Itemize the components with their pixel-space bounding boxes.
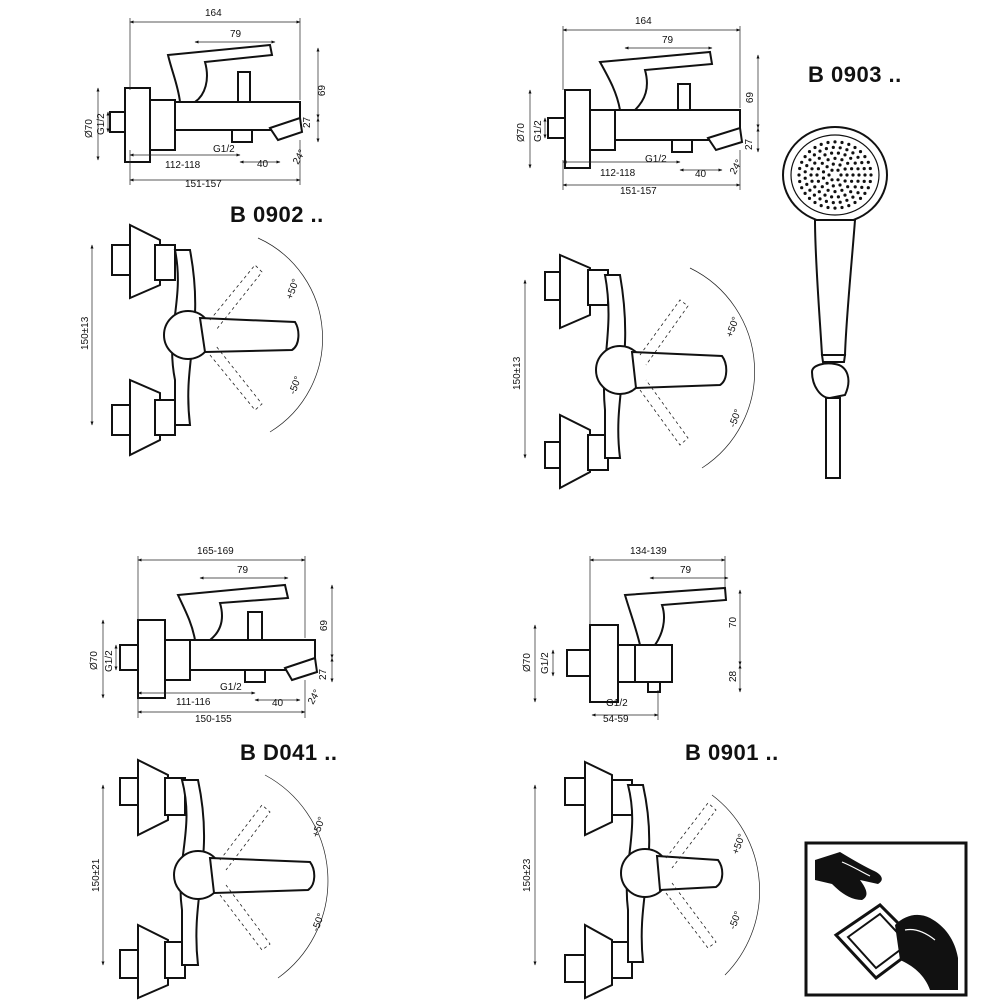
b0901-dim-79: 79 bbox=[680, 565, 692, 576]
b0903-dim-164: 164 bbox=[635, 16, 652, 27]
bd041-angle-plus50: +50° bbox=[310, 816, 328, 839]
b0903-dim-79: 79 bbox=[662, 35, 674, 46]
b0903-angle-minus50: -50° bbox=[727, 408, 744, 429]
b0902-dim-27: 27 bbox=[302, 116, 313, 128]
b0901-dim-d70: Ø70 bbox=[522, 653, 533, 672]
b0901-angle-plus50: +50° bbox=[730, 833, 748, 856]
b0903-dim-150-13: 150±13 bbox=[512, 356, 523, 390]
b0903-dim-d70: Ø70 bbox=[516, 123, 527, 142]
hand-shower-icon bbox=[782, 126, 888, 479]
b0901-dim-150-23: 150±23 bbox=[522, 858, 533, 892]
b0901-dim-g12: G1/2 bbox=[606, 698, 628, 709]
bd041-angle-minus50: -50° bbox=[310, 912, 327, 933]
b0902-dim-d70: Ø70 bbox=[84, 119, 95, 138]
b0902-angle-minus50: -50° bbox=[287, 375, 304, 396]
bd041-dim-g12: G1/2 bbox=[220, 682, 242, 693]
bd041-dim-150-21: 150±21 bbox=[91, 858, 102, 892]
b0901-dim-28: 28 bbox=[728, 670, 739, 682]
b0903-angle-plus50: +50° bbox=[724, 316, 742, 339]
b0903-dim-g12-vertical: G1/2 bbox=[533, 120, 544, 142]
b0902-side-view: 164 79 69 27 24° Ø70 G1/2 G1/2 112-118 4… bbox=[84, 8, 326, 190]
shower-nozzle-dots bbox=[797, 140, 873, 210]
bd041-top-view: 150±21 +50° -50° bbox=[91, 758, 329, 1000]
bd041-dim-165-169: 165-169 bbox=[197, 546, 234, 557]
bd041-dim-24: 24° bbox=[306, 688, 323, 707]
bd041-dim-150-155: 150-155 bbox=[195, 714, 232, 725]
bd041-side-view: 165-169 79 69 27 24° Ø70 G1/2 G1/2 111-1… bbox=[89, 546, 334, 725]
b0903-dim-27: 27 bbox=[744, 138, 755, 150]
bd041-dim-40: 40 bbox=[272, 698, 284, 709]
bd041-dim-69: 69 bbox=[317, 620, 328, 632]
bd041-title: B D041 .. bbox=[240, 740, 337, 765]
b0901-dim-70: 70 bbox=[728, 616, 739, 628]
b0902-dim-g12: G1/2 bbox=[213, 144, 235, 155]
b0902-dim-79: 79 bbox=[230, 29, 242, 40]
b0902-dim-151-157: 151-157 bbox=[185, 179, 222, 190]
b0903-dim-g12: G1/2 bbox=[645, 154, 667, 165]
b0902-top-view: 150±13 +50° -50° bbox=[80, 223, 323, 457]
b0901-angle-minus50: -50° bbox=[727, 910, 744, 931]
b0902-dim-150-13: 150±13 bbox=[80, 316, 91, 350]
b0902-angle-plus50: +50° bbox=[284, 278, 302, 301]
bd041-dim-d70: Ø70 bbox=[89, 651, 100, 670]
bd041-dim-27: 27 bbox=[318, 668, 329, 680]
b0902-dim-40: 40 bbox=[257, 159, 269, 170]
b0902-dim-69: 69 bbox=[315, 85, 326, 97]
b0903-dim-40: 40 bbox=[695, 169, 707, 180]
b0902-dim-112-118: 112-118 bbox=[165, 160, 201, 171]
b0901-title: B 0901 .. bbox=[685, 740, 779, 765]
bd041-dim-79: 79 bbox=[237, 565, 249, 576]
hand-and-manual-icon bbox=[804, 841, 968, 997]
b0903-title: B 0903 .. bbox=[808, 62, 902, 87]
b0903-dim-151-157: 151-157 bbox=[620, 186, 657, 197]
b0902-dim-24: 24° bbox=[291, 148, 308, 167]
b0901-dim-g12-vertical: G1/2 bbox=[540, 652, 551, 674]
b0902-dim-g12-vertical: G1/2 bbox=[96, 113, 107, 135]
b0903-dim-112-118: 112-118 bbox=[600, 168, 636, 179]
b0903-dim-24: 24° bbox=[728, 158, 745, 177]
b0903-dim-69: 69 bbox=[743, 92, 754, 104]
b0902-dim-164: 164 bbox=[205, 8, 222, 19]
bd041-dim-g12-vertical: G1/2 bbox=[104, 650, 115, 672]
b0903-side-view: 164 79 69 27 24° Ø70 G1/2 G1/2 112-118 4… bbox=[516, 16, 760, 197]
b0901-dim-134-139: 134-139 bbox=[630, 546, 667, 557]
b0903-top-view: 150±13 +50° -50° bbox=[512, 253, 755, 490]
b0901-dim-54-59: 54-59 bbox=[603, 714, 629, 725]
b0901-top-view: 150±23 +50° -50° bbox=[522, 760, 760, 1000]
b0901-side-view: 134-139 79 70 28 Ø70 G1/2 G1/2 54-59 bbox=[522, 546, 742, 725]
b0902-title: B 0902 .. bbox=[230, 202, 324, 227]
bd041-dim-111-116: 111-116 bbox=[176, 697, 211, 708]
